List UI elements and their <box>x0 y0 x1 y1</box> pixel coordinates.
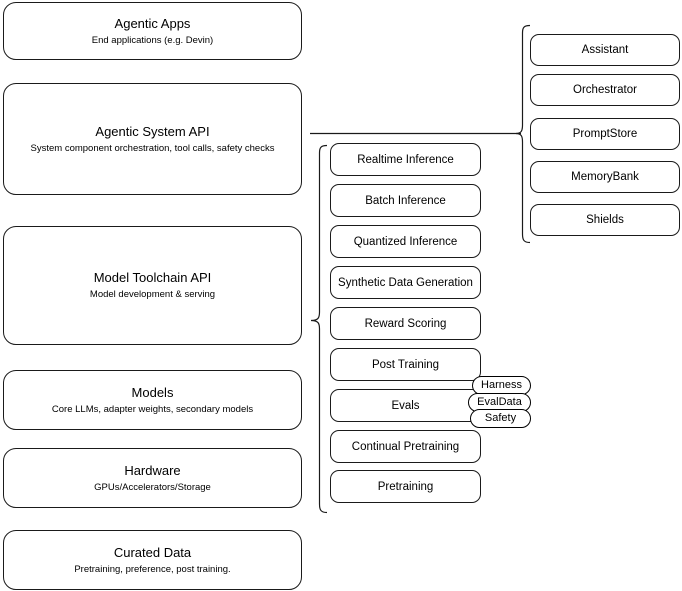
toolchain-item-pretraining[interactable]: Pretraining <box>330 470 481 503</box>
toolchain-item-synthetic-data-generation[interactable]: Synthetic Data Generation <box>330 266 481 299</box>
toolchain-item-evals[interactable]: Evals <box>330 389 481 422</box>
layer-title: Agentic Apps <box>114 15 191 31</box>
item-label: Evals <box>391 399 420 412</box>
layer-subtitle: GPUs/Accelerators/Storage <box>94 481 211 493</box>
layer-agentic-system-api[interactable]: Agentic System API System component orch… <box>3 83 302 195</box>
system-item-promptstore[interactable]: PromptStore <box>530 118 680 150</box>
item-label: PromptStore <box>572 128 638 140</box>
item-label: Orchestrator <box>573 84 637 96</box>
system-item-assistant[interactable]: Assistant <box>530 34 680 66</box>
item-label: Batch Inference <box>365 194 446 207</box>
layer-title: Curated Data <box>113 544 192 560</box>
pill-label: Harness <box>481 379 522 391</box>
layer-models[interactable]: Models Core LLMs, adapter weights, secon… <box>3 370 302 430</box>
layer-subtitle: Pretraining, preference, post training. <box>74 563 231 575</box>
layer-title: Hardware <box>124 462 181 478</box>
layer-subtitle: Model development & serving <box>89 289 216 300</box>
item-label: Shields <box>586 214 624 226</box>
system-item-shields[interactable]: Shields <box>530 204 680 236</box>
item-label: Assistant <box>581 44 629 56</box>
layer-title: Models <box>131 384 174 400</box>
item-label: Realtime Inference <box>357 153 454 166</box>
pill-label: EvalData <box>477 396 522 408</box>
item-label: Synthetic Data Generation <box>338 276 473 289</box>
item-label: MemoryBank <box>571 171 639 183</box>
item-label: Post Training <box>371 358 440 371</box>
toolchain-item-batch-inference[interactable]: Batch Inference <box>330 184 481 217</box>
toolchain-item-post-training[interactable]: Post Training <box>330 348 481 381</box>
bracket-system-components <box>515 24 531 244</box>
item-label: Quantized Inference <box>353 235 458 248</box>
eval-tag-safety[interactable]: Safety <box>470 409 531 428</box>
layer-curated-data[interactable]: Curated Data Pretraining, preference, po… <box>3 530 302 590</box>
layer-model-toolchain-api[interactable]: Model Toolchain API Model development & … <box>3 226 302 345</box>
layer-title: Agentic System API <box>95 123 210 139</box>
system-item-orchestrator[interactable]: Orchestrator <box>530 74 680 106</box>
bracket-toolchain-items <box>310 144 328 514</box>
item-label: Reward Scoring <box>364 317 447 330</box>
layer-title: Model Toolchain API <box>93 270 212 285</box>
toolchain-item-quantized-inference[interactable]: Quantized Inference <box>330 225 481 258</box>
layer-subtitle: Core LLMs, adapter weights, secondary mo… <box>51 403 254 415</box>
pill-label: Safety <box>484 412 517 424</box>
system-item-memorybank[interactable]: MemoryBank <box>530 161 680 193</box>
toolchain-item-continual-pretraining[interactable]: Continual Pretraining <box>330 430 481 463</box>
toolchain-item-realtime-inference[interactable]: Realtime Inference <box>330 143 481 176</box>
item-label: Pretraining <box>377 480 434 493</box>
item-label: Continual Pretraining <box>351 440 460 453</box>
layer-agentic-apps[interactable]: Agentic Apps End applications (e.g. Devi… <box>3 2 302 60</box>
layer-subtitle: End applications (e.g. Devin) <box>91 34 214 46</box>
toolchain-item-reward-scoring[interactable]: Reward Scoring <box>330 307 481 340</box>
layer-subtitle: System component orchestration, tool cal… <box>30 142 275 154</box>
layer-hardware[interactable]: Hardware GPUs/Accelerators/Storage <box>3 448 302 508</box>
